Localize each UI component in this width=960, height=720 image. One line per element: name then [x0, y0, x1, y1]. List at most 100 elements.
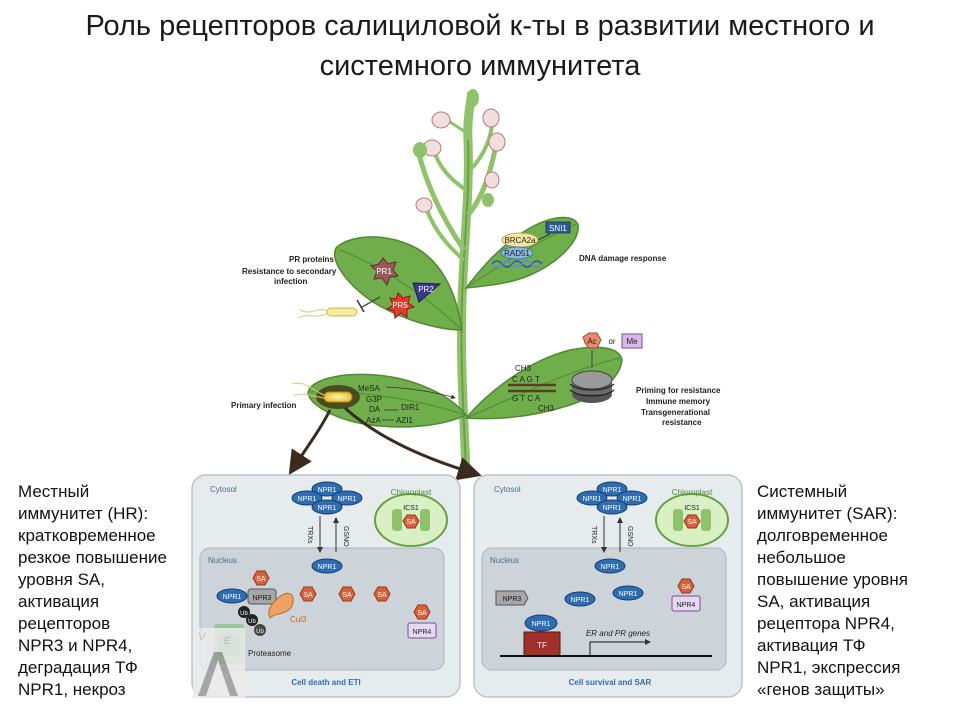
pr5-shape: [385, 292, 416, 319]
pathogen-icon: [326, 307, 358, 317]
ub-label: Ub: [256, 629, 264, 635]
ics1-label: ICS1: [403, 505, 419, 512]
ch3-top-label: CH3: [515, 364, 532, 373]
sa-label: SA: [406, 519, 416, 526]
npr1-label: NPR1: [338, 496, 357, 503]
npr1-label: NPR1: [603, 487, 622, 494]
npr1-label: NPR1: [223, 594, 242, 601]
npr4-box: [671, 595, 701, 612]
left-chloroplast-label: Chloroplast: [391, 488, 432, 497]
right-nucleus-label: Nucleus: [490, 556, 519, 565]
rad51-shape: [500, 246, 534, 260]
npr1-label: NPR1: [318, 564, 337, 571]
npr1-label: NPR1: [571, 597, 590, 604]
right-line: иммунитет (SAR):: [757, 504, 898, 523]
sa-hexagon: [373, 586, 391, 602]
right-line: небольшое: [757, 548, 846, 567]
left-line: деградация ТФ: [18, 658, 138, 677]
primary-infection-label: Primary infection: [231, 401, 296, 410]
brca2a-label: BRCA2a: [504, 236, 536, 245]
aza-label: AzA: [366, 416, 381, 425]
left-line: NPR3 и NPR4,: [18, 636, 133, 655]
sa-label: SA: [377, 592, 387, 599]
watermark-logo: V E: [193, 628, 245, 698]
sni1-box: [545, 221, 571, 234]
mesa-label: MeSA: [358, 384, 380, 393]
svg-text:V: V: [198, 631, 207, 643]
transgenerational-label-2: resistance: [662, 418, 702, 427]
resistance-label-2: infection: [274, 277, 307, 286]
or-label: or: [608, 337, 615, 346]
seq-top-label: C A G T: [512, 375, 540, 384]
cul3-label: Cul3: [290, 615, 307, 624]
npr1-label: NPR1: [583, 496, 602, 503]
g3p-label: G3P: [366, 395, 382, 404]
npr3-box: [247, 588, 277, 605]
sa-label: SA: [681, 584, 691, 591]
left-cell: Cytosol Nucleus NPR1 NPR1 NPR1 NPR1 TRXs…: [191, 474, 461, 698]
right-line: активация ТФ: [757, 636, 866, 655]
right-line: «генов защиты»: [757, 680, 885, 699]
sa-label: SA: [687, 519, 697, 526]
npr1-label: NPR1: [603, 505, 622, 512]
arrow-to-right-cell: [343, 406, 482, 481]
npr1-label: NPR1: [318, 505, 337, 512]
left-line: Местный: [18, 482, 90, 501]
sa-hexagon: [413, 604, 431, 620]
right-cytosol-label: Cytosol: [494, 485, 521, 494]
left-npr1-oligomer: NPR1 NPR1 NPR1 NPR1: [291, 481, 363, 515]
npr3-box: [495, 590, 529, 606]
npr3-label: NPR3: [503, 596, 522, 603]
methyl-box: [621, 333, 643, 349]
right-line: долговременное: [757, 526, 888, 545]
tf-label: TF: [537, 641, 547, 650]
genes-label: ER and PR genes: [586, 629, 650, 638]
arrow-to-left-cell: [288, 409, 332, 476]
dir1-label: DIR1: [401, 403, 420, 412]
npr4-box: [407, 622, 437, 639]
sa-label: SA: [342, 592, 352, 599]
npr1-label: NPR1: [318, 487, 337, 494]
sa-label: SA: [256, 576, 266, 583]
left-line: NPR1, некроз: [18, 680, 126, 699]
right-chloroplast-label: Chloroplast: [672, 488, 713, 497]
left-line: кратковременное: [18, 526, 156, 545]
right-cell: Cytosol Nucleus NPR1 NPR1 NPR1 NPR1 TRXs…: [473, 474, 743, 698]
sa-hexagon: [402, 514, 420, 529]
pr2-shape: [412, 282, 442, 303]
title-line-1: Роль рецепторов салициловой к-ты в разви…: [85, 10, 875, 42]
left-cell-caption: Cell death and ETI: [291, 678, 360, 687]
trxs-label: TRXs: [306, 526, 313, 544]
right-line: рецептора NPR4,: [757, 614, 895, 633]
local-immunity-text: Местный иммунитет (HR): кратковременное …: [18, 481, 193, 701]
cul3-shape: [268, 593, 294, 619]
sa-hexagon: [338, 586, 356, 602]
title-line-2: системного иммунитета: [319, 50, 641, 82]
dna-helix: [491, 260, 543, 268]
ub-label: Ub: [240, 611, 248, 617]
pr1-label: PR1: [376, 267, 392, 276]
seq-bottom-label: G T C A: [512, 394, 541, 403]
left-cytosol-label: Cytosol: [210, 485, 237, 494]
priming-label: Priming for resistance: [636, 386, 721, 395]
left-line: уровня SA,: [18, 570, 105, 589]
npr1-label: NPR1: [623, 496, 642, 503]
da-label: DA: [369, 405, 381, 414]
gsno-label: GSNO: [626, 526, 633, 547]
plant-illustration: PR1 PR5 PR2 PR proteins Resistance to se…: [231, 89, 721, 481]
acetyl-hexagon: [582, 332, 602, 349]
npr4-label: NPR4: [413, 629, 432, 636]
pr5-label: PR5: [392, 301, 408, 310]
pathogen-infection-icon: [323, 391, 353, 403]
left-line: резкое повышение: [18, 548, 167, 567]
systemic-immunity-text: Системный иммунитет (SAR): долговременно…: [757, 481, 947, 701]
sa-hexagon: [299, 586, 317, 602]
sa-hexagon: [677, 578, 695, 594]
right-line: Системный: [757, 482, 848, 501]
sni1-label: SNI1: [549, 224, 567, 233]
right-line: SA, активация: [757, 592, 871, 611]
ac-label: Ac: [587, 337, 596, 346]
azi1-label: AZI1: [396, 416, 413, 425]
ics1-label: ICS1: [684, 505, 700, 512]
right-cell-caption: Cell survival and SAR: [569, 678, 652, 687]
